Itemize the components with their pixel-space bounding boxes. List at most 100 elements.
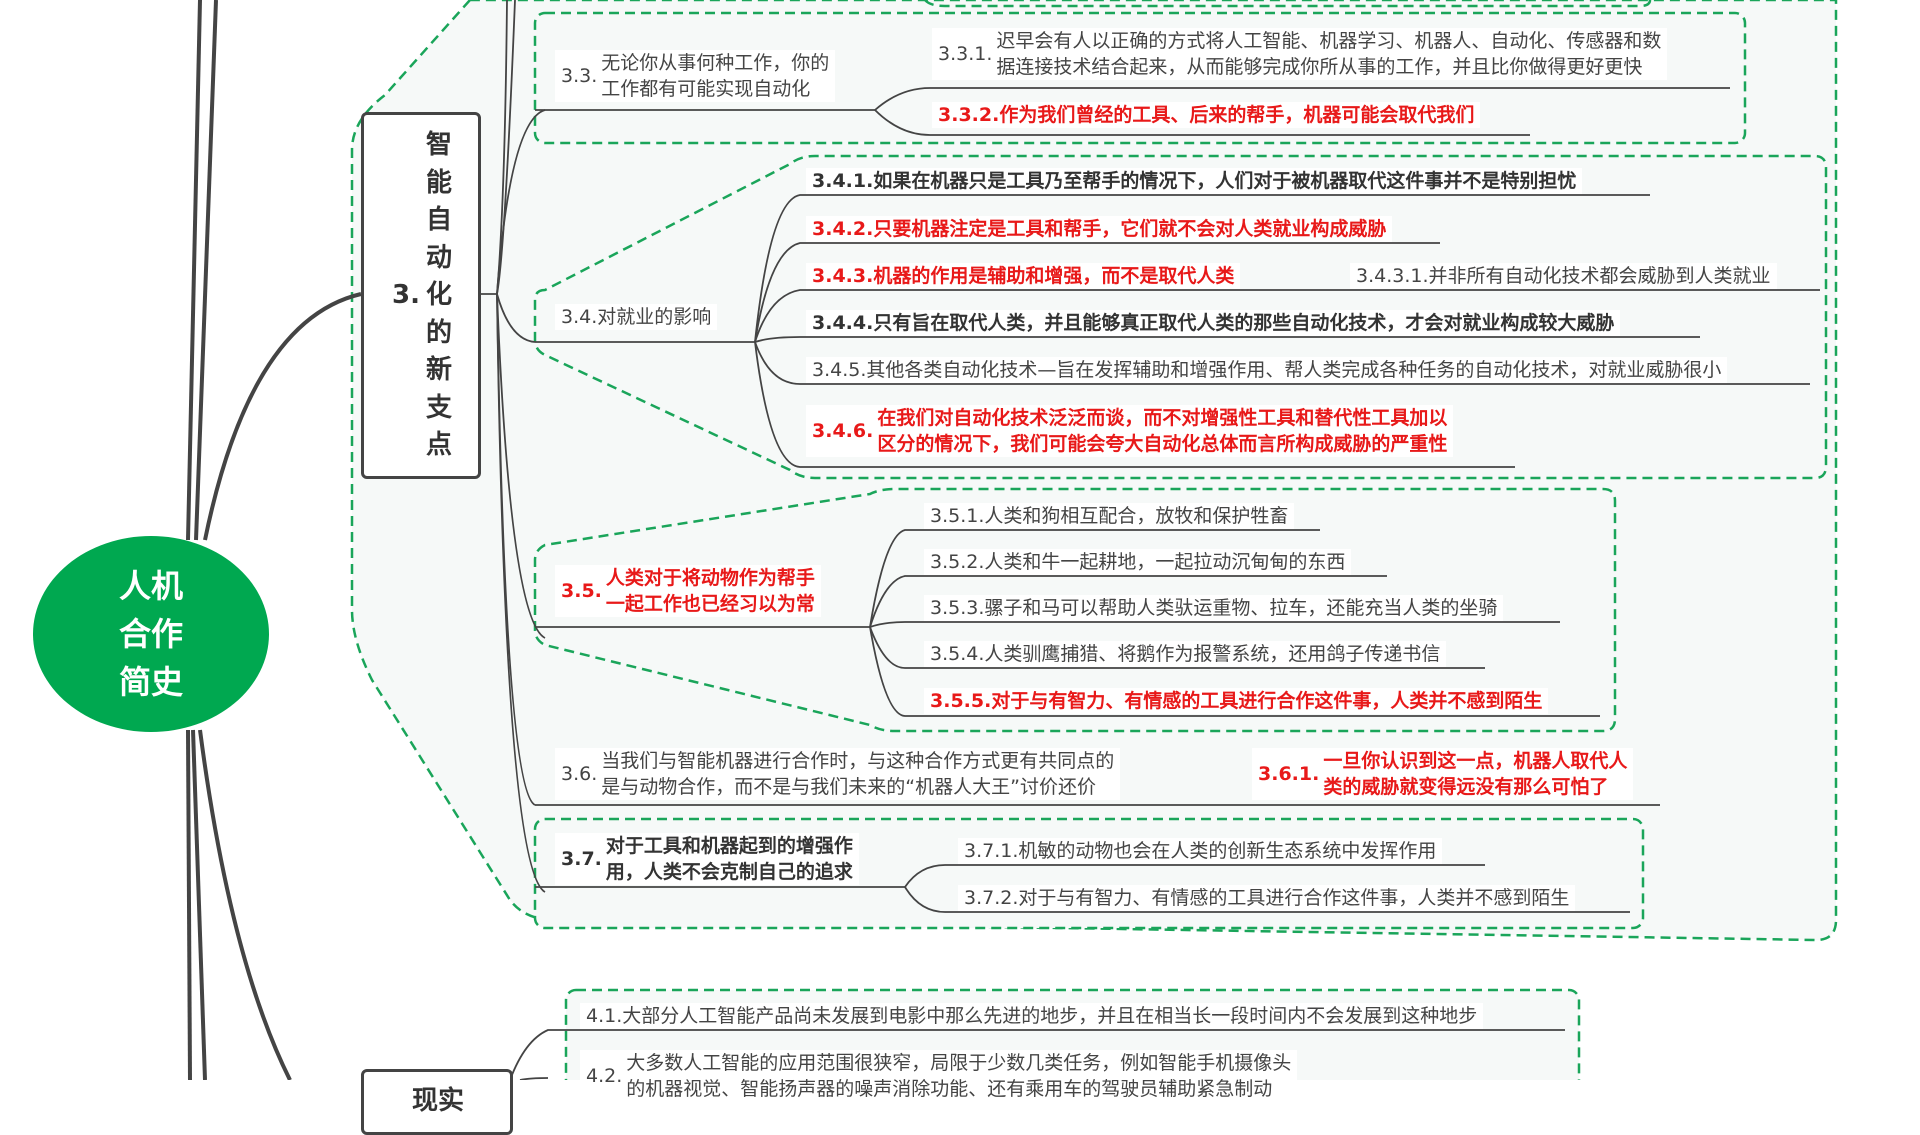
node-text: 当我们与智能机器进行合作时，与这种合作方式更有共同点的是与动物合作，而不是与我们…	[601, 748, 1114, 800]
node-3-6[interactable]: 3.6.当我们与智能机器进行合作时，与这种合作方式更有共同点的是与动物合作，而不…	[555, 748, 1121, 800]
node-3-4-4[interactable]: 3.4.4.只有旨在取代人类，并且能够真正取代人类的那些自动化技术，才会对就业构…	[806, 310, 1621, 336]
node-text: 大多数人工智能的应用范围很狭窄，局限于少数几类任务，例如智能手机摄像头的机器视觉…	[626, 1050, 1291, 1102]
node-text: 对于工具和机器起到的增强作用，人类不会克制自己的追求	[606, 833, 853, 885]
topic3-title-char: 点	[425, 430, 452, 460]
node-3-5-5[interactable]: 3.5.5.对于与有智力、有情感的工具进行合作这件事，人类并不感到陌生	[924, 688, 1549, 714]
node-text: 机器的作用是辅助和增强，而不是取代人类	[873, 265, 1235, 287]
node-text-line: 区分的情况下，我们可能会夸大自动化总体而言所构成威胁的严重性	[877, 433, 1448, 455]
root-node[interactable]: 人机 合作 简史	[33, 536, 269, 732]
node-text-line: 用，人类不会克制自己的追求	[605, 861, 853, 883]
topic3-number: 3.	[392, 280, 420, 310]
node-text-line: 当我们与智能机器进行合作时，与这种合作方式更有共同点的	[601, 750, 1115, 772]
node-3-4-1[interactable]: 3.4.1.如果在机器只是工具乃至帮手的情况下，人们对于被机器取代这件事并不是特…	[806, 168, 1583, 194]
node-3-4-5[interactable]: 3.4.5.其他各类自动化技术—旨在发挥辅助和增强作用、帮人类完成各种任务的自动…	[806, 357, 1728, 383]
node-number: 3.3.1.	[938, 43, 993, 65]
node-3-5-2[interactable]: 3.5.2.人类和牛一起耕地，一起拉动沉甸甸的东西	[924, 549, 1352, 575]
root-label-line: 人机	[118, 567, 183, 605]
node-number: 3.4.3.1.	[1356, 265, 1429, 287]
node-number: 3.3.	[561, 65, 598, 87]
node-text: 其他各类自动化技术—旨在发挥辅助和增强作用、帮人类完成各种任务的自动化技术，对就…	[866, 359, 1722, 381]
node-text: 对于与有智力、有情感的工具进行合作这件事，人类并不感到陌生	[991, 690, 1543, 712]
node-number: 3.4.5.	[812, 359, 867, 381]
node-number: 3.7.2.	[964, 887, 1019, 909]
topic3-title-char: 的	[425, 317, 452, 348]
topic3-previous-group-boundary	[924, 0, 1652, 8]
node-4-2[interactable]: 4.2.大多数人工智能的应用范围很狭窄，局限于少数几类任务，例如智能手机摄像头的…	[580, 1050, 1298, 1102]
node-text-line: 无论你从事何种工作，你的	[601, 52, 830, 74]
node-text: 一旦你认识到这一点，机器人取代人类的威胁就变得远没有那么可怕了	[1323, 748, 1627, 800]
node-3-5-1[interactable]: 3.5.1.人类和狗相互配合，放牧和保护牲畜	[924, 503, 1295, 529]
node-text-line: 工作都有可能实现自动化	[601, 78, 811, 100]
topic3-title-char: 新	[425, 355, 452, 385]
node-text: 只要机器注定是工具和帮手，它们就不会对人类就业构成威胁	[873, 218, 1387, 240]
node-3-4-6[interactable]: 3.4.6.在我们对自动化技术泛泛而谈，而不对增强性工具和替代性工具加以区分的情…	[806, 405, 1454, 457]
node-3-4[interactable]: 3.4.对就业的影响	[555, 304, 718, 330]
node-text: 无论你从事何种工作，你的工作都有可能实现自动化	[601, 50, 829, 102]
node-text-line: 的机器视觉、智能扬声器的噪声消除功能、还有乘用车的驾驶员辅助紧急制动	[626, 1078, 1273, 1100]
node-text: 人类驯鹰捕猎、将鹅作为报警系统，还用鸽子传递书信	[984, 643, 1441, 665]
node-number: 3.6.1.	[1258, 763, 1320, 785]
node-number: 3.4.2.	[812, 218, 874, 240]
node-3-4-2[interactable]: 3.4.2.只要机器注定是工具和帮手，它们就不会对人类就业构成威胁	[806, 216, 1393, 242]
topic3-title-char: 化	[425, 280, 452, 310]
node-text: 如果在机器只是工具乃至帮手的情况下，人们对于被机器取代这件事并不是特别担忧	[873, 170, 1577, 192]
node-text-line: 对于工具和机器起到的增强作	[605, 835, 853, 857]
node-3-5-4[interactable]: 3.5.4.人类驯鹰捕猎、将鹅作为报警系统，还用鸽子传递书信	[924, 641, 1447, 667]
node-text: 在我们对自动化技术泛泛而谈，而不对增强性工具和替代性工具加以区分的情况下，我们可…	[877, 405, 1447, 457]
node-3-4-3-1[interactable]: 3.4.3.1.并非所有自动化技术都会威胁到人类就业	[1350, 263, 1777, 289]
topic3-title: 智 能 自 动 化 的 新 支 点	[424, 127, 454, 465]
node-3-5[interactable]: 3.5.人类对于将动物作为帮手一起工作也已经习以为常	[555, 565, 821, 617]
node-3-7[interactable]: 3.7.对于工具和机器起到的增强作用，人类不会克制自己的追求	[555, 833, 859, 885]
node-3-7-2[interactable]: 3.7.2.对于与有智力、有情感的工具进行合作这件事，人类并不感到陌生	[958, 885, 1576, 911]
node-text: 骡子和马可以帮助人类驮运重物、拉车，还能充当人类的坐骑	[984, 597, 1498, 619]
node-text-line: 在我们对自动化技术泛泛而谈，而不对增强性工具和替代性工具加以	[877, 407, 1448, 429]
node-text: 大部分人工智能产品尚未发展到电影中那么先进的地步，并且在相当长一段时间内不会发展…	[622, 1005, 1478, 1027]
root-label-line: 合作	[118, 615, 183, 653]
node-number: 3.5.	[561, 580, 602, 602]
node-number: 3.3.2.	[938, 104, 1000, 126]
node-text-line: 迟早会有人以正确的方式将人工智能、机器学习、机器人、自动化、传感器和数	[996, 30, 1662, 52]
node-3-7-1[interactable]: 3.7.1.机敏的动物也会在人类的创新生态系统中发挥作用	[958, 838, 1443, 864]
node-3-3[interactable]: 3.3.无论你从事何种工作，你的工作都有可能实现自动化	[555, 50, 836, 102]
node-4-1[interactable]: 4.1.大部分人工智能产品尚未发展到电影中那么先进的地步，并且在相当长一段时间内…	[580, 1003, 1484, 1029]
topic3-title-char: 能	[425, 167, 452, 198]
node-text-line: 人类对于将动物作为帮手	[605, 567, 815, 589]
node-text: 机敏的动物也会在人类的创新生态系统中发挥作用	[1018, 840, 1437, 862]
topic3-node[interactable]: 3. 智 能 自 动 化 的 新 支 点	[361, 112, 481, 479]
node-3-3-2[interactable]: 3.3.2.作为我们曾经的工具、后来的帮手，机器可能会取代我们	[932, 102, 1481, 128]
node-3-4-3[interactable]: 3.4.3.机器的作用是辅助和增强，而不是取代人类	[806, 263, 1241, 289]
node-text-line: 类的威胁就变得远没有那么可怕了	[1323, 776, 1609, 798]
node-number: 3.6.	[561, 763, 598, 785]
node-number: 3.4.3.	[812, 265, 874, 287]
node-3-6-1[interactable]: 3.6.1.一旦你认识到这一点，机器人取代人类的威胁就变得远没有那么可怕了	[1252, 748, 1634, 800]
node-3-5-3[interactable]: 3.5.3.骡子和马可以帮助人类驮运重物、拉车，还能充当人类的坐骑	[924, 595, 1504, 621]
node-text-line: 据连接技术结合起来，从而能够完成你所从事的工作，并且比你做得更好更快	[996, 56, 1643, 78]
node-number: 3.4.	[561, 306, 598, 328]
topic3-title-char: 支	[425, 392, 452, 423]
node-text-line: 是与动物合作，而不是与我们未来的“机器人大王”讨价还价	[601, 776, 1096, 798]
node-number: 3.4.1.	[812, 170, 874, 192]
node-3-3-1[interactable]: 3.3.1.迟早会有人以正确的方式将人工智能、机器学习、机器人、自动化、传感器和…	[932, 28, 1668, 80]
node-text: 人类和牛一起耕地，一起拉动沉甸甸的东西	[984, 551, 1346, 573]
node-number: 3.4.6.	[812, 420, 874, 442]
node-number: 3.5.3.	[930, 597, 985, 619]
node-text-line: 大多数人工智能的应用范围很狭窄，局限于少数几类任务，例如智能手机摄像头	[626, 1052, 1292, 1074]
node-text: 人类和狗相互配合，放牧和保护牲畜	[984, 505, 1289, 527]
node-text: 人类对于将动物作为帮手一起工作也已经习以为常	[606, 565, 815, 617]
node-text-line: 一起工作也已经习以为常	[605, 593, 815, 615]
node-text: 只有旨在取代人类，并且能够真正取代人类的那些自动化技术，才会对就业构成较大威胁	[873, 312, 1615, 334]
node-number: 3.5.4.	[930, 643, 985, 665]
node-number: 3.5.5.	[930, 690, 992, 712]
mindmap-connectors	[186, 0, 1838, 1080]
node-number: 3.7.1.	[964, 840, 1019, 862]
topic3-title-char: 智	[425, 130, 452, 160]
node-number: 3.5.1.	[930, 505, 985, 527]
node-text: 并非所有自动化技术都会威胁到人类就业	[1428, 265, 1771, 287]
node-number: 3.4.4.	[812, 312, 874, 334]
node-text: 作为我们曾经的工具、后来的帮手，机器可能会取代我们	[999, 104, 1475, 126]
node-text: 对于与有智力、有情感的工具进行合作这件事，人类并不感到陌生	[1018, 887, 1570, 909]
node-text: 迟早会有人以正确的方式将人工智能、机器学习、机器人、自动化、传感器和数据连接技术…	[996, 28, 1661, 80]
topic4-node[interactable]: 现实	[361, 1069, 513, 1135]
node-text: 对就业的影响	[597, 306, 712, 328]
root-label: 人机 合作 简史	[111, 562, 191, 706]
